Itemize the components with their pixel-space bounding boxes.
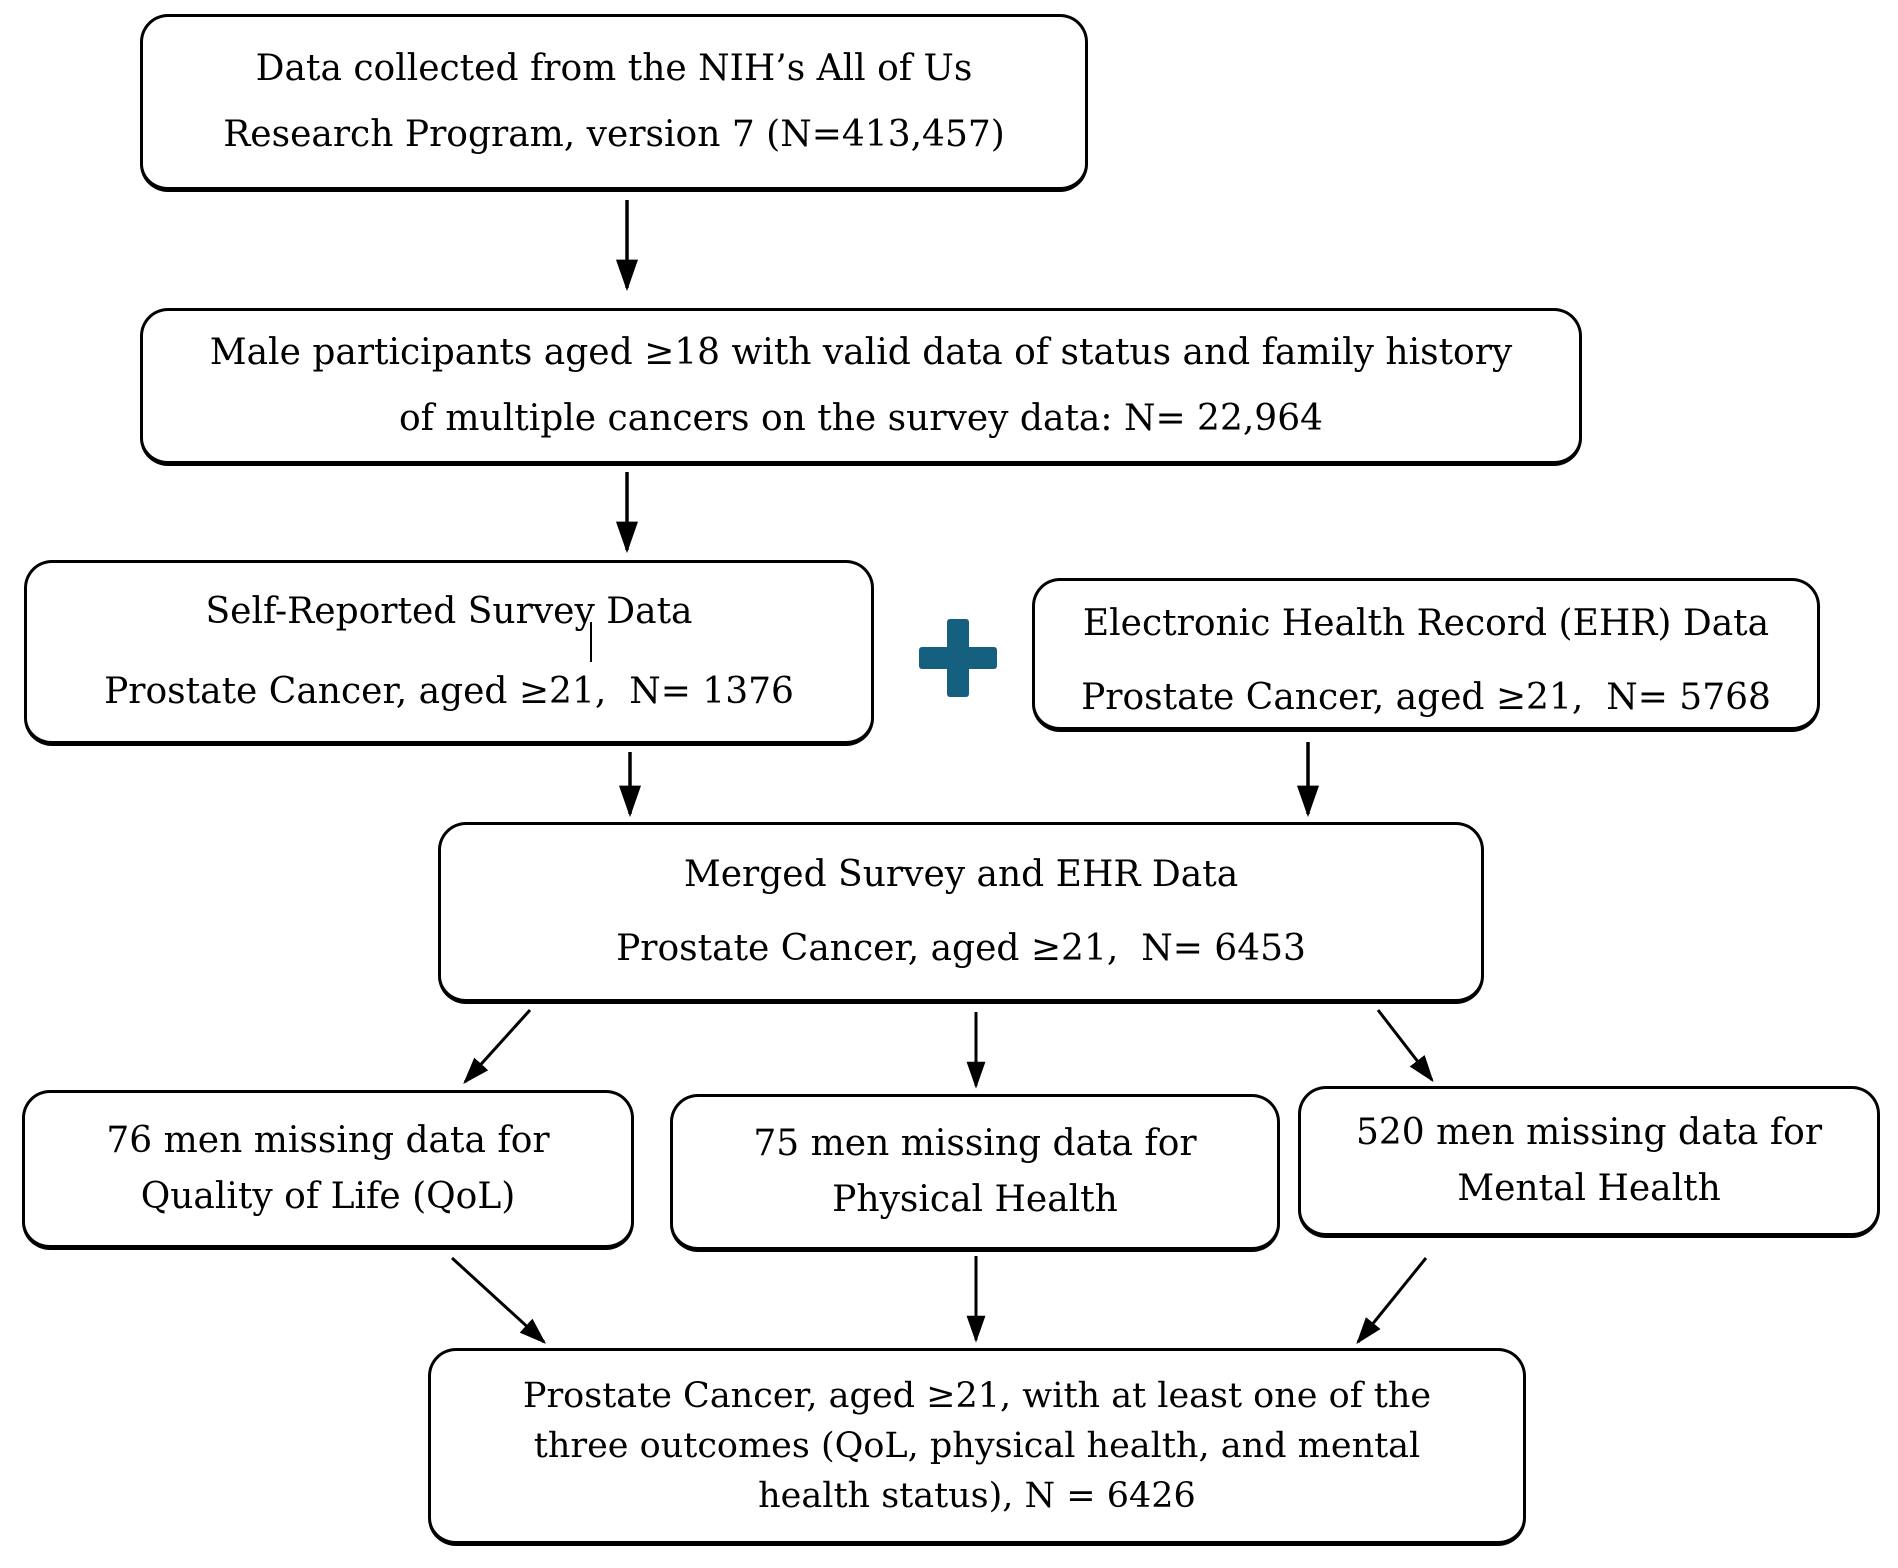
box-eligible-participants: Male participants aged ≥18 with valid da…: [140, 308, 1582, 466]
box-missing-qol-line-2: Quality of Life (QoL): [140, 1176, 516, 1217]
box-missing-qol-line-1: 76 men missing data for: [106, 1120, 550, 1161]
box-final-line-3: health status), N = 6426: [758, 1475, 1196, 1516]
box-data-source-line-1: Data collected from the NIH’s All of Us: [255, 48, 973, 89]
box-ehr-line-2: Prostate Cancer, aged ≥21, N= 5768: [1081, 677, 1771, 718]
box-missing-mental-line-2: Mental Health: [1457, 1168, 1721, 1209]
plus-icon: [919, 619, 997, 697]
plus-horizontal-bar: [919, 647, 997, 669]
box-merged-line-2: Prostate Cancer, aged ≥21, N= 6453: [616, 928, 1306, 969]
arrow-merged-to-missing-mental: [1376, 1009, 1434, 1083]
box-survey-line-1: Self-Reported Survey Data: [205, 591, 693, 632]
box-data-source: Data collected from the NIH’s All of Us …: [140, 14, 1088, 192]
box-survey-data: Self-Reported Survey Data Prostate Cance…: [24, 560, 874, 746]
box-missing-physical-line-2: Physical Health: [832, 1179, 1118, 1220]
box-final-line-2: three outcomes (QoL, physical health, an…: [533, 1425, 1421, 1466]
box-missing-qol: 76 men missing data for Quality of Life …: [22, 1090, 634, 1250]
box-merged-data: Merged Survey and EHR Data Prostate Canc…: [438, 822, 1484, 1004]
box-missing-mental-line-1: 520 men missing data for: [1355, 1112, 1823, 1153]
box-merged-line-1: Merged Survey and EHR Data: [683, 854, 1239, 895]
box-survey-line-2: Prostate Cancer, aged ≥21, N= 1376: [104, 671, 794, 712]
box-missing-mental-health: 520 men missing data for Mental Health: [1298, 1086, 1880, 1238]
box-final-line-1: Prostate Cancer, aged ≥21, with at least…: [522, 1375, 1432, 1416]
box-ehr-line-1: Electronic Health Record (EHR) Data: [1082, 603, 1770, 644]
stray-connector-line: [590, 622, 592, 662]
box-missing-physical-line-1: 75 men missing data for: [753, 1123, 1197, 1164]
box-eligible-line-1: Male participants aged ≥18 with valid da…: [209, 332, 1513, 373]
box-missing-physical-health: 75 men missing data for Physical Health: [670, 1094, 1280, 1252]
box-final-sample: Prostate Cancer, aged ≥21, with at least…: [428, 1348, 1526, 1546]
box-eligible-line-2: of multiple cancers on the survey data: …: [398, 398, 1324, 439]
arrow-missing-qol-to-final: [450, 1256, 546, 1344]
box-data-source-line-2: Research Program, version 7 (N=413,457): [223, 114, 1005, 155]
box-ehr-data: Electronic Health Record (EHR) Data Pros…: [1032, 578, 1820, 732]
arrow-merged-to-missing-qol: [463, 1008, 532, 1085]
arrow-missing-mental-to-final: [1356, 1257, 1428, 1345]
